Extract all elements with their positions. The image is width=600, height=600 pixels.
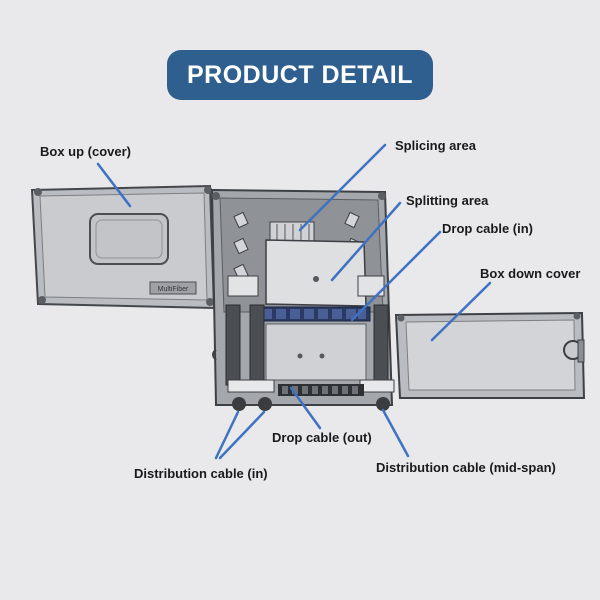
leader-box-up-cover <box>96 162 132 208</box>
label-drop-cable-out: Drop cable (out) <box>272 430 372 445</box>
leader-splitting-area <box>330 201 402 282</box>
label-splicing-area: Splicing area <box>395 138 476 153</box>
leader-lines <box>96 143 492 460</box>
cover-badge-text: MultiFiber <box>158 286 189 293</box>
adapter-row <box>257 306 371 322</box>
leader-splicing-area <box>298 143 387 232</box>
box-down-cover <box>394 311 586 399</box>
main-box <box>210 188 395 411</box>
label-distribution-cable-mid-span: Distribution cable (mid-span) <box>376 460 556 475</box>
splitter-plate <box>265 239 367 307</box>
label-drop-cable-in: Drop cable (in) <box>442 221 534 236</box>
leader-drop-cable-in <box>350 230 442 322</box>
splicing-tray <box>269 221 315 243</box>
page-title: PRODUCT DETAIL <box>167 50 433 100</box>
box-up-cover: MultiFiber <box>30 184 216 310</box>
leader-distribution-in-2 <box>218 410 266 460</box>
label-distribution-cable-in: Distribution cable (in) <box>134 466 268 481</box>
leader-distribution-in-1 <box>214 410 240 460</box>
leader-box-down-cover <box>430 281 492 342</box>
label-box-up-cover: Box up (cover) <box>40 144 132 159</box>
leader-drop-cable-out <box>289 386 322 430</box>
label-splitting-area: Splitting area <box>406 193 489 208</box>
label-box-down-cover: Box down cover <box>480 266 581 281</box>
leader-distribution-mid-span <box>381 408 410 458</box>
